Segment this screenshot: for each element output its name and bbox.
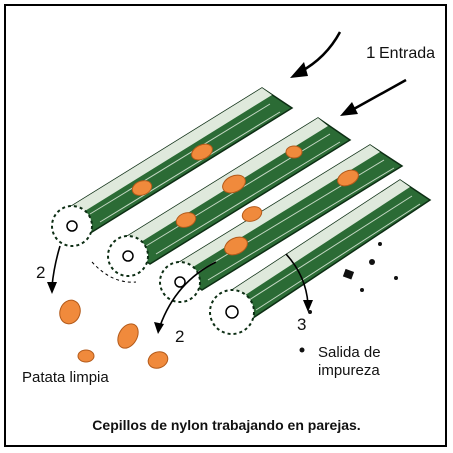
patata-label: Patata limpia (22, 370, 109, 387)
clean-potatoes (56, 297, 170, 371)
entrada-number: 1 (366, 44, 375, 63)
salida-label-line2: impureza (318, 363, 380, 380)
brush-end-3 (160, 262, 200, 302)
figure-caption: Cepillos de nylon trabajando en parejas. (0, 417, 453, 433)
input-arrow-2 (340, 80, 406, 116)
step-2-left-number: 2 (36, 264, 45, 283)
exit-arrow-2-left (47, 246, 60, 294)
brush-end-1 (52, 206, 92, 246)
brush-end-4 (210, 290, 254, 334)
step-2-mid-number: 2 (175, 328, 184, 347)
step-3-number: 3 (297, 316, 306, 335)
entrada-label: Entrada (379, 45, 435, 63)
input-arrow-1 (290, 32, 340, 78)
brush-end-2 (108, 236, 148, 276)
salida-label-line1: Salida de (318, 345, 381, 362)
